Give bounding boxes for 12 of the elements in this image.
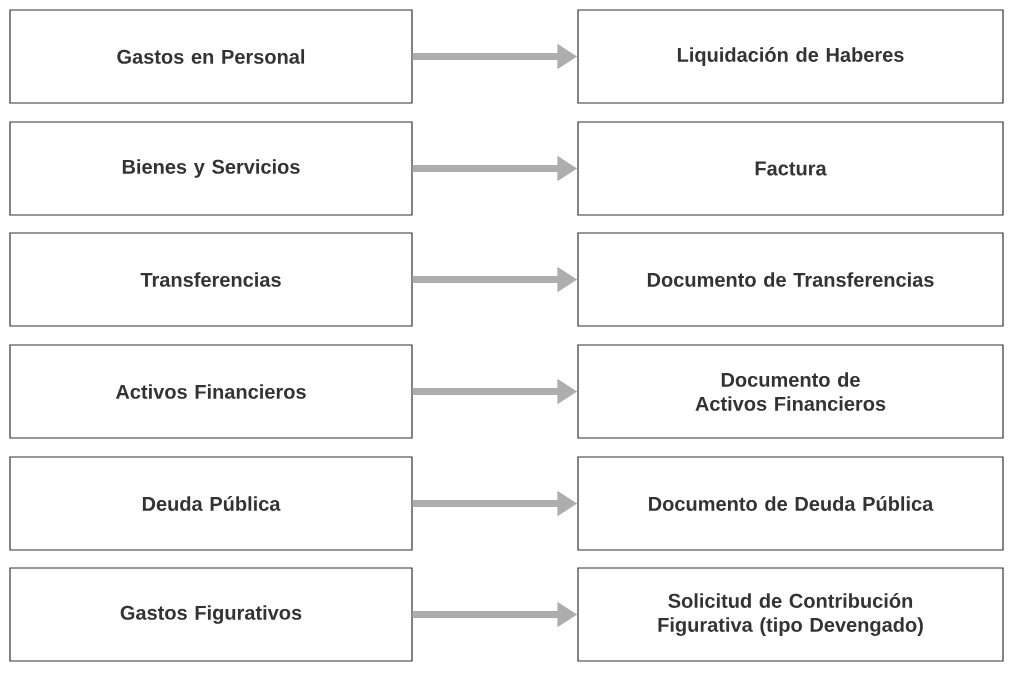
process-box: Activos Financieros (9, 344, 413, 439)
process-box: Documento de Deuda Pública (577, 456, 1004, 551)
process-box: Gastos Figurativos (9, 567, 413, 662)
process-box: Factura (577, 121, 1004, 216)
process-box: Gastos en Personal (9, 9, 413, 104)
process-box: Documento de Transferencias (577, 232, 1004, 327)
process-box: Documento de Activos Financieros (577, 344, 1004, 439)
process-box: Transferencias (9, 232, 413, 327)
process-box: Bienes y Servicios (9, 121, 413, 216)
process-box: Solicitud de Contribución Figurativa (tipo Devengado) (577, 567, 1004, 662)
process-box: Deuda Pública (9, 456, 413, 551)
process-box: Liquidación de Haberes (577, 9, 1004, 104)
